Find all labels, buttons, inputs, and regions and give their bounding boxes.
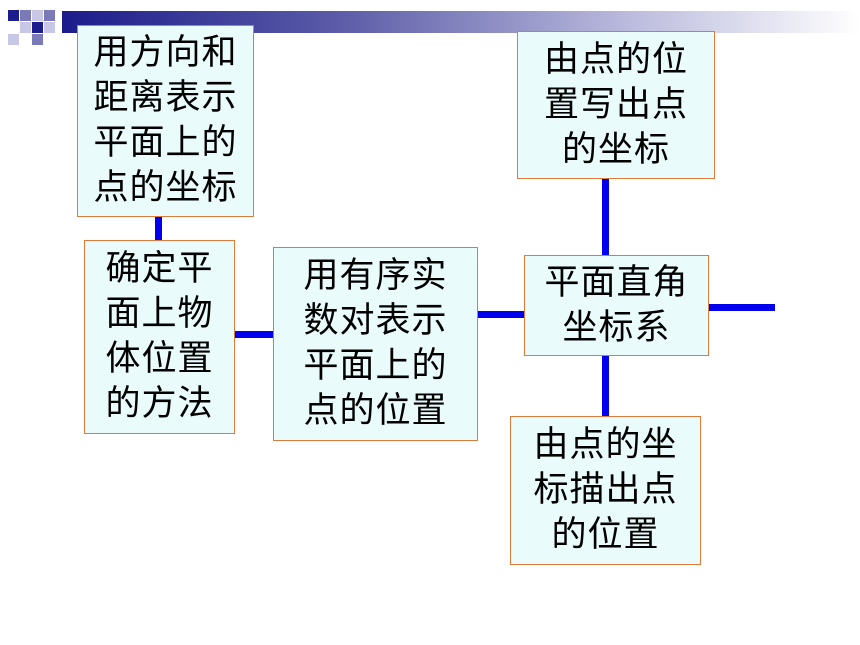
node-ordered-pair-label: 用有序实 数对表示 平面上的 点的位置 bbox=[303, 256, 448, 431]
connector-method-to-direction bbox=[155, 216, 162, 242]
header-square-7 bbox=[44, 22, 55, 33]
header-square-2 bbox=[20, 10, 31, 21]
header-square-4 bbox=[44, 10, 55, 21]
header-gradient-bar bbox=[62, 11, 860, 33]
connector-ordered-to-coordsys bbox=[477, 311, 526, 318]
node-coordinate-system: 平面直角 坐标系 bbox=[524, 255, 709, 356]
header-square-1 bbox=[8, 10, 19, 21]
header-square-9 bbox=[32, 34, 43, 45]
node-coordinate-system-label: 平面直角 坐标系 bbox=[544, 262, 689, 348]
node-ordered-pair: 用有序实 数对表示 平面上的 点的位置 bbox=[273, 247, 478, 441]
node-coord-to-pos: 由点的坐 标描出点 的位置 bbox=[510, 416, 701, 565]
connector-coordsys-right bbox=[707, 304, 775, 311]
connector-coordsys-to-bottom bbox=[602, 355, 609, 417]
node-method: 确定平 面上物 体位置 的方法 bbox=[84, 240, 235, 434]
connector-method-to-ordered bbox=[233, 331, 275, 338]
header-square-6 bbox=[32, 22, 43, 33]
connector-coordsys-to-top bbox=[602, 179, 609, 257]
node-coord-to-pos-label: 由点的坐 标描出点 的位置 bbox=[533, 425, 678, 555]
node-pos-to-coord-label: 由点的位 置写出点 的坐标 bbox=[543, 39, 688, 170]
header-square-3 bbox=[32, 10, 43, 21]
header-square-8 bbox=[8, 34, 19, 45]
header-square-5 bbox=[20, 22, 31, 33]
node-direction-distance: 用方向和 距离表示 平面上的 点的坐标 bbox=[77, 25, 254, 217]
node-method-label: 确定平 面上物 体位置 的方法 bbox=[105, 249, 214, 424]
node-pos-to-coord: 由点的位 置写出点 的坐标 bbox=[517, 31, 715, 179]
node-direction-distance-label: 用方向和 距离表示 平面上的 点的坐标 bbox=[93, 33, 238, 208]
